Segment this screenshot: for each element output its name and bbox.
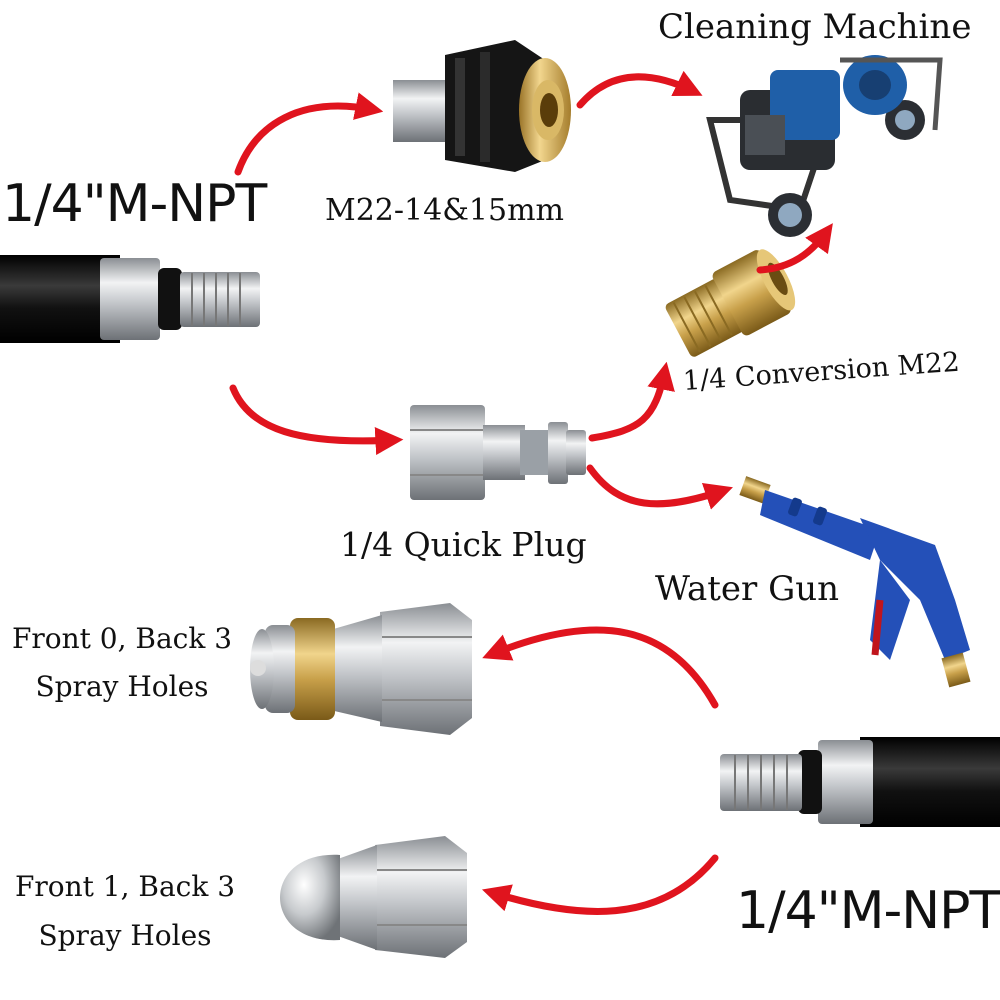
nozzle-dome [280,836,467,958]
label-cleaning-machine: Cleaning Machine [658,7,972,47]
hose-bottom [720,737,1000,827]
flow-arrows [229,70,833,915]
cleaning-machine [706,55,943,237]
label-m22: M22-14&15mm [325,193,564,228]
arrow-hose-to-nozzle-b [481,854,719,915]
arrow-coupler-to-machine [756,223,833,274]
arrow-quickplug-to-gun [586,464,733,510]
arrow-quickplug-to-coupler [588,361,675,442]
hose-top [0,255,260,343]
label-nozzle-b-line1: Front 1, Back 3 [14,870,236,903]
arrow-m22-to-machine [576,70,703,109]
label-nozzle-b-line2: Spray Holes [38,919,212,952]
label-water-gun: Water Gun [655,569,840,609]
nozzle-rotary [250,603,472,735]
quick-plug [410,405,586,500]
label-nozzle-a-line1: Front 0, Back 3 [11,622,233,655]
m22-adapter [393,40,571,172]
arrow-hose-to-quickplug [229,384,404,456]
water-gun [739,476,971,688]
label-npt-bottom: 1/4"M-NPT [736,881,1000,941]
label-quick-plug: 1/4 Quick Plug [340,525,587,564]
arrow-hose-to-nozzle-a [482,626,719,709]
label-nozzle-a-line2: Spray Holes [35,670,209,703]
brass-coupler [665,249,796,357]
arrow-npt-to-m22 [234,92,384,176]
label-npt-top: 1/4"M-NPT [2,174,267,234]
